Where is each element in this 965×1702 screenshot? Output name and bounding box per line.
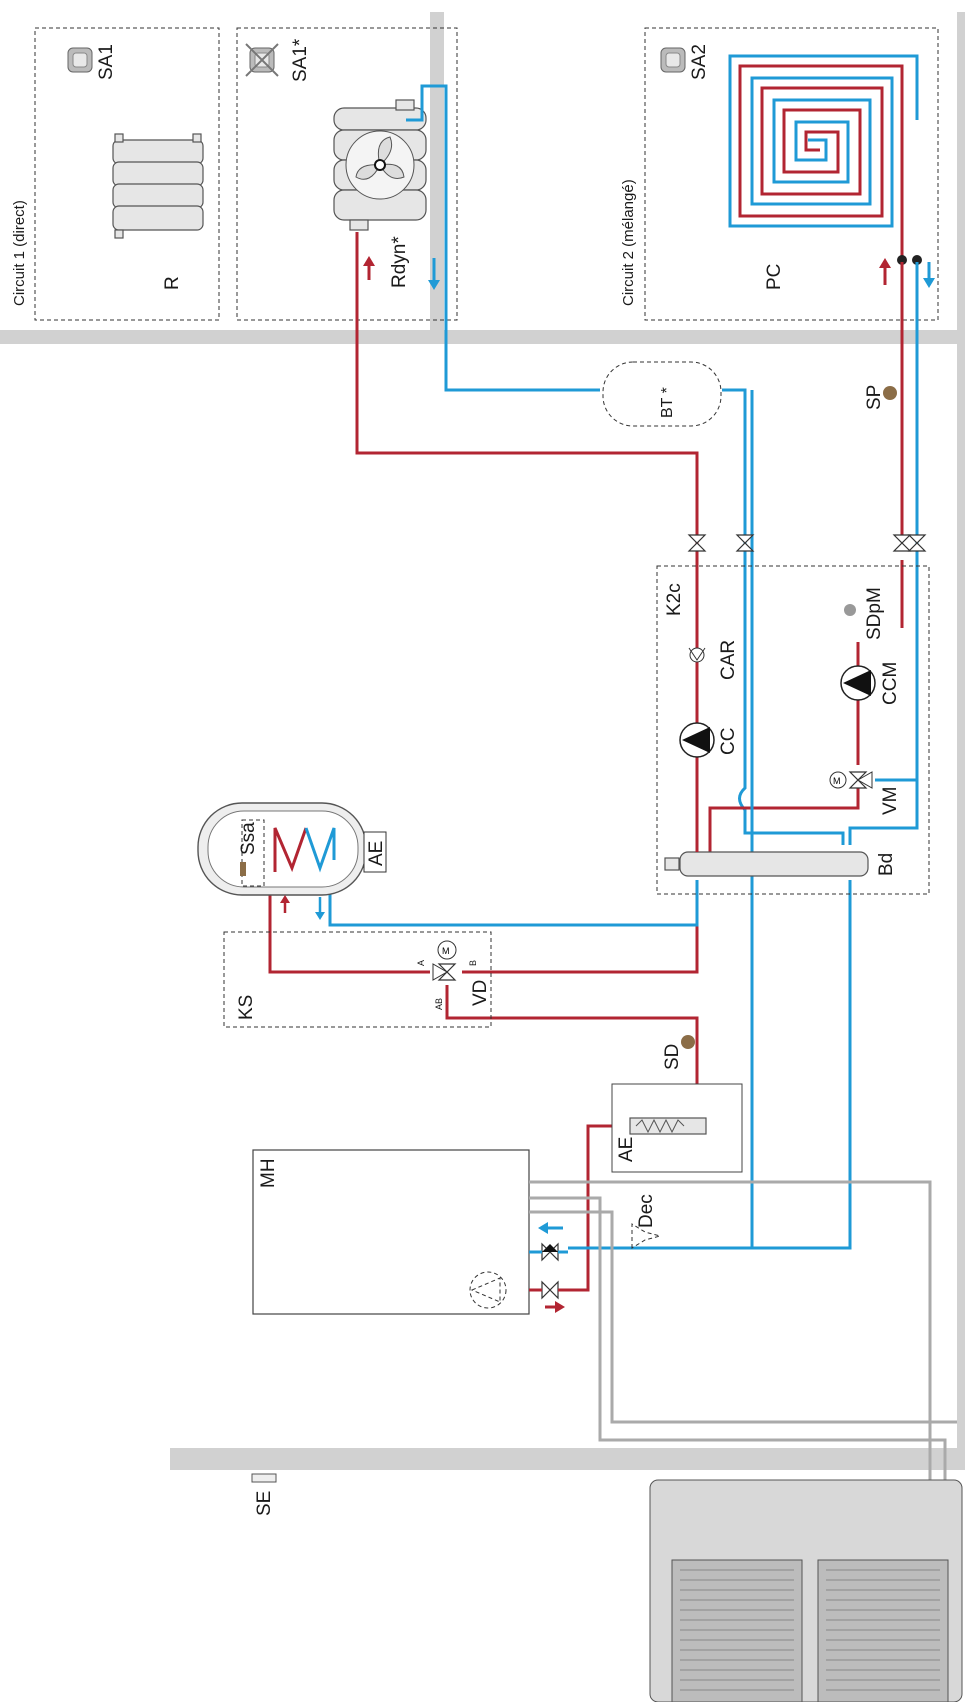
label-r: R	[162, 276, 183, 290]
label-sa2: SA2	[689, 44, 710, 80]
label-ae-heater: AE	[616, 1137, 637, 1162]
label-cc: CC	[718, 728, 739, 755]
svg-text:M: M	[442, 946, 450, 956]
label-bd: Bd	[876, 853, 897, 876]
valve-icon[interactable]	[893, 534, 911, 552]
valve-icon[interactable]	[688, 534, 706, 552]
label-sp: SP	[864, 385, 885, 410]
three-way-valve-icon[interactable]: M	[432, 940, 457, 981]
piping	[268, 84, 919, 1292]
pump-icon[interactable]	[679, 722, 715, 758]
walls	[0, 12, 965, 1470]
label-bt: BT *	[659, 387, 676, 418]
hydraulic-separator-icon	[664, 851, 869, 877]
label-sa1: SA1	[96, 44, 117, 80]
label-ccm: CCM	[880, 662, 901, 705]
svg-text:M: M	[833, 776, 841, 786]
k2c-kit: K2c CAR CC SDpM CCM M VM Bd	[656, 565, 930, 895]
sensor-icon	[844, 604, 856, 616]
valve-icon[interactable]	[908, 534, 926, 552]
mh-indoor-unit: MH	[252, 1149, 530, 1315]
label-ae-tank: AE	[366, 841, 387, 866]
fan-coil-icon	[333, 99, 427, 231]
label-mh: MH	[258, 1158, 279, 1188]
floor-heating-icon	[728, 54, 922, 265]
check-valve-icon	[688, 647, 706, 663]
label-b: B	[468, 960, 478, 966]
room-fan-coil: SA1* Rdyn*	[236, 27, 458, 321]
label-dec: Dec	[636, 1194, 657, 1228]
degasser-icon	[631, 1223, 662, 1249]
link-lines	[529, 1180, 957, 1480]
label-ks: KS	[236, 995, 257, 1020]
label-sdpm: SDpM	[864, 587, 885, 640]
label-sd: SD	[662, 1044, 683, 1070]
three-way-valve-icon[interactable]: M	[829, 771, 873, 789]
radiator-icon	[112, 133, 204, 239]
label-car: CAR	[718, 640, 739, 680]
dhw-tank: Ssa AE	[197, 802, 387, 896]
label-a: A	[416, 960, 426, 966]
sensor-icon	[681, 1035, 695, 1049]
thermostat-icon	[660, 47, 686, 73]
outdoor-unit-icon	[649, 1479, 963, 1702]
sensor-icon	[883, 386, 897, 400]
buffer-tank-optional: BT *	[602, 361, 722, 427]
room-circuit2-mixed: Circuit 2 (mélangé) SA2 PC	[620, 27, 939, 321]
pump-icon[interactable]	[840, 665, 876, 701]
label-ssa: Ssa	[238, 822, 259, 855]
label-rdyn: Rdyn*	[389, 236, 410, 288]
ks-kit: KS M A B AB VD	[223, 931, 492, 1028]
circuit2-label: Circuit 2 (mélangé)	[620, 179, 637, 306]
label-se: SE	[254, 1491, 275, 1516]
electric-backup: AE	[611, 1083, 743, 1173]
label-k2c: K2c	[664, 583, 685, 616]
label-sa1-star: SA1*	[290, 38, 311, 82]
sensor-icon	[251, 1473, 277, 1483]
label-vd: VD	[470, 980, 491, 1006]
label-vm: VM	[880, 787, 901, 816]
thermostat-disabled-icon	[245, 43, 279, 77]
room-circuit1-direct: Circuit 1 (direct) SA1 R	[11, 27, 220, 321]
valve-icon[interactable]	[541, 1281, 559, 1299]
label-ab: AB	[434, 998, 444, 1010]
thermostat-icon	[67, 47, 93, 73]
label-pc: PC	[764, 264, 785, 290]
circuit1-label: Circuit 1 (direct)	[11, 200, 28, 306]
